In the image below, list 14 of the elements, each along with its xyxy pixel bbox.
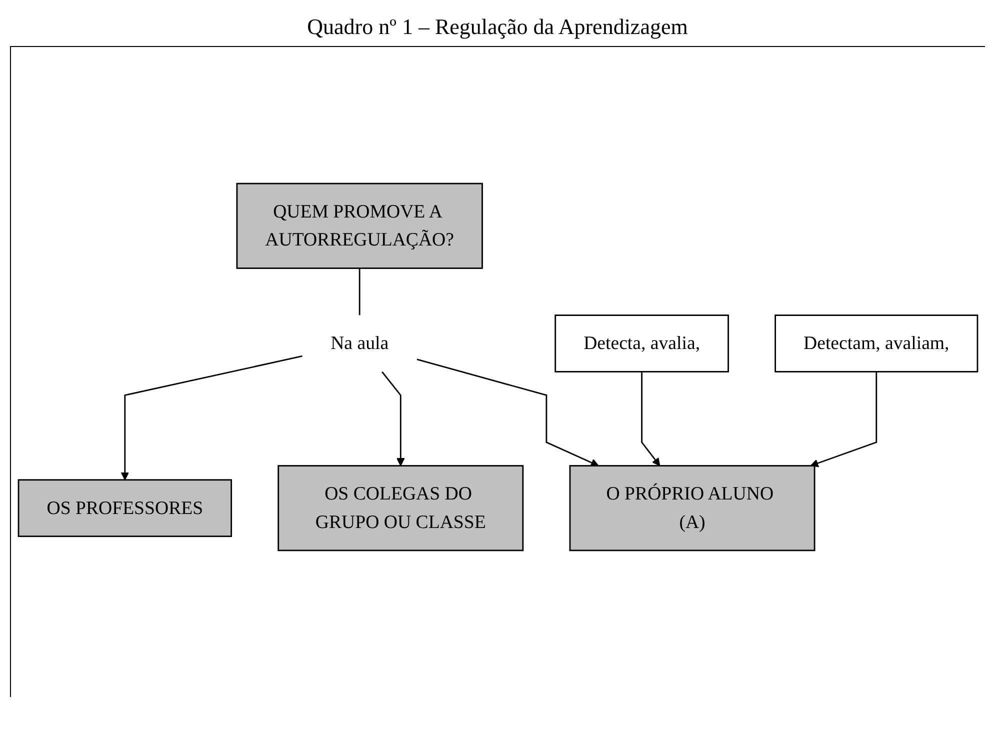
node-box: Detecta, avalia,	[554, 314, 729, 372]
arrow	[120, 355, 303, 480]
node-box: Detectam, avaliam,	[774, 314, 978, 372]
node-box: QUEM PROMOVE A AUTORREGULAÇÃO?	[236, 182, 483, 269]
arrow	[381, 371, 405, 466]
node-box: O PRÓPRIO ALUNO (A)	[569, 465, 816, 552]
connector	[358, 268, 360, 316]
arrow	[810, 372, 878, 468]
diagram-title: Quadro nº 1 – Regulação da Aprendizagem	[306, 14, 689, 40]
node-box: OS COLEGAS DO GRUPO OU CLASSE	[278, 465, 524, 552]
node-text: Na aula	[330, 333, 389, 354]
arrow	[416, 358, 599, 466]
arrow	[641, 372, 660, 466]
node-box: OS PROFESSORES	[18, 479, 232, 538]
